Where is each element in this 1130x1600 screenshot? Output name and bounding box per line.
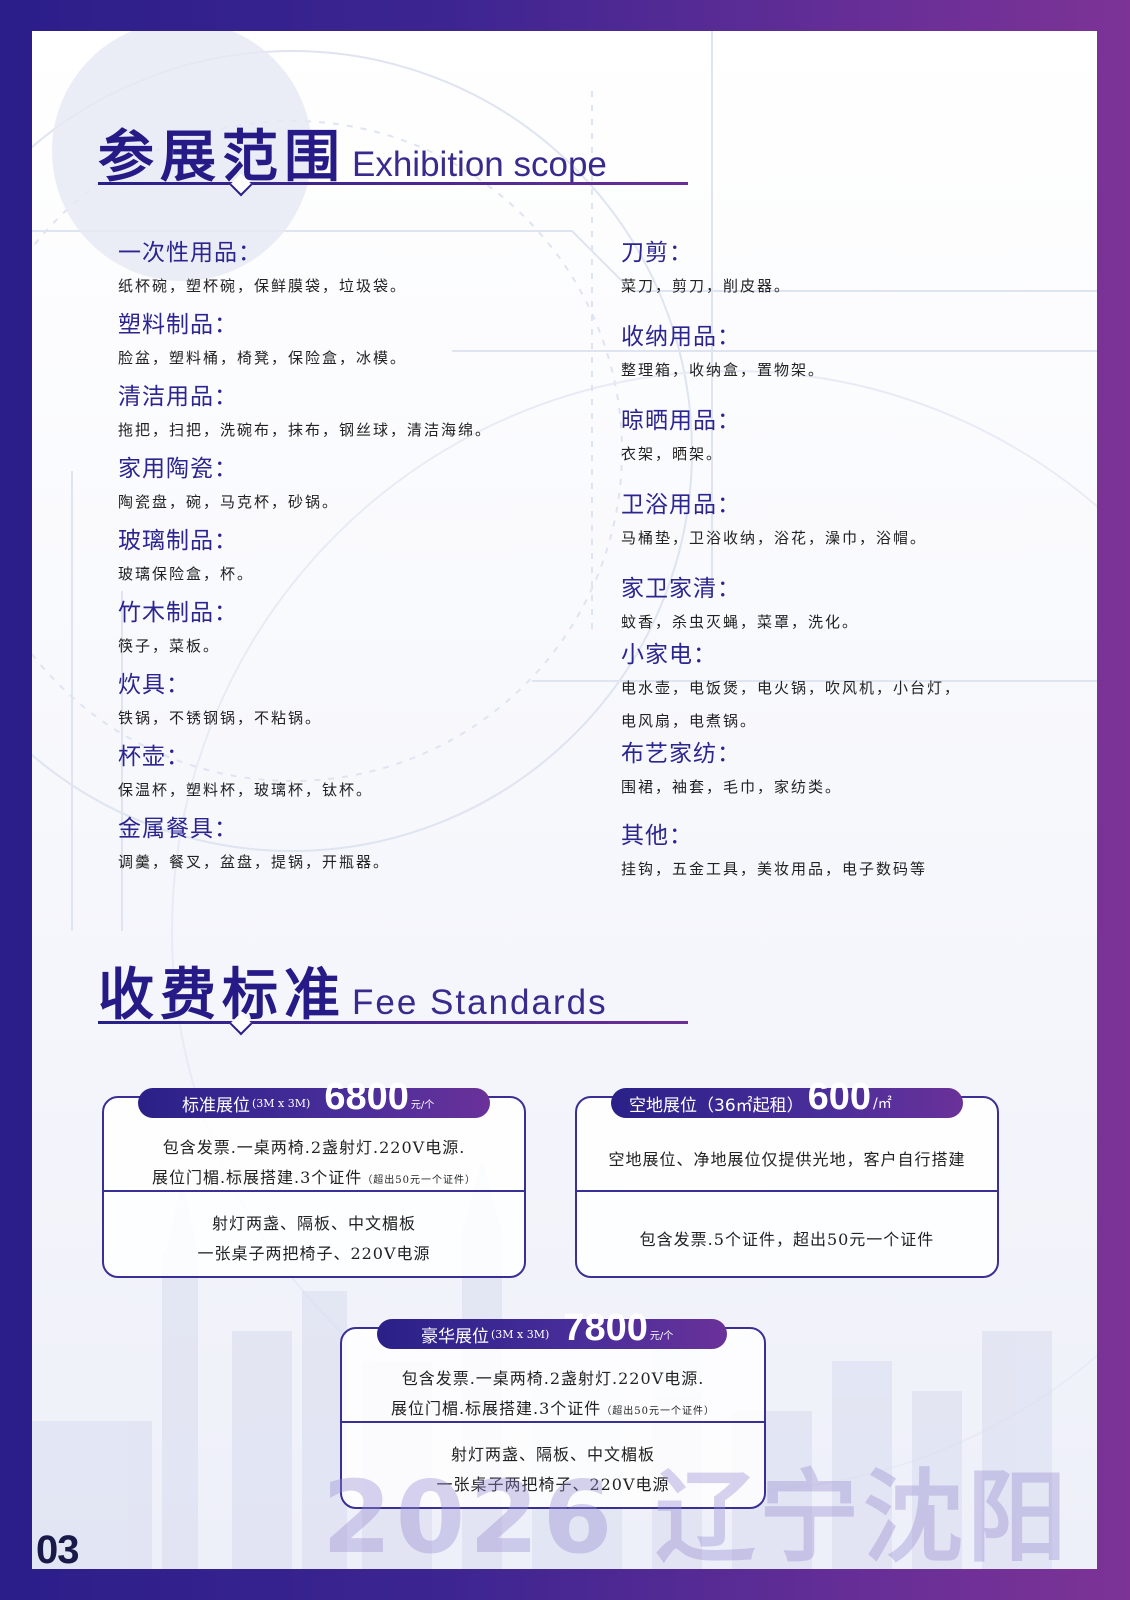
raw-space-card: 空地展位、净地展位仅提供光地，客户自行搭建 包含发票.5个证件，超出50元一个证… xyxy=(575,1096,999,1278)
standard-booth-pill: 标准展位 (3M x 3M) 6800 元/个 xyxy=(138,1078,490,1118)
raw-line1: 空地展位、净地展位仅提供光地，客户自行搭建 xyxy=(608,1150,966,1169)
raw-line2: 包含发票.5个证件，超出50元一个证件 xyxy=(639,1230,935,1249)
standard-line3: 射灯两盏、隔板、中文楣板 xyxy=(211,1214,416,1233)
scope-heading: 收纳用品： xyxy=(621,324,741,350)
scope-desc: 拖把，扫把，洗碗布，抹布，钢丝球，清洁海绵。 xyxy=(118,421,493,439)
scope-desc: 挂钩，五金工具，美妆用品，电子数码等 xyxy=(621,860,928,878)
scope-item: 清洁用品： 拖把，扫把，洗碗布，抹布，钢丝球，清洁海绵。 xyxy=(118,377,492,440)
standard-note: （超出50元一个证件） xyxy=(362,1175,477,1186)
luxury-line2-row: 展位门楣.标展搭建.3个证件（超出50元一个证件） xyxy=(342,1395,764,1419)
scope-title-en: Exhibition scope xyxy=(352,145,607,184)
luxury-line3: 射灯两盏、隔板、中文楣板 xyxy=(450,1445,655,1464)
standard-line1: 包含发票.一桌两椅.2盏射灯.220V电源. xyxy=(162,1138,466,1157)
standard-price: 6800 xyxy=(324,1076,409,1118)
standard-size: (3M x 3M) xyxy=(252,1096,311,1110)
scope-item: 金属餐具： 调羹，餐叉，盆盘，提锅，开瓶器。 xyxy=(118,809,390,872)
scope-item: 竹木制品： 筷子，菜板。 xyxy=(118,593,238,656)
fee-title-en: Fee Standards xyxy=(352,983,608,1022)
raw-label: 空地展位（36㎡起租） xyxy=(629,1095,804,1116)
luxury-price: 7800 xyxy=(563,1307,648,1349)
scope-desc: 蚊香，杀虫灭蝇，菜罩，洗化。 xyxy=(621,613,860,631)
luxury-divider xyxy=(342,1421,764,1423)
scope-heading: 家卫家清： xyxy=(621,576,741,602)
luxury-line2: 展位门楣.标展搭建.3个证件 xyxy=(390,1399,602,1418)
page-number: 03 xyxy=(36,1528,79,1572)
standard-label: 标准展位 xyxy=(182,1095,250,1116)
scope-desc: 筷子，菜板。 xyxy=(118,637,221,655)
scope-heading: 玻璃制品： xyxy=(118,528,238,554)
scope-desc: 衣架，晒架。 xyxy=(621,445,724,463)
scope-heading: 布艺家纺： xyxy=(621,741,741,767)
exhibition-scope-title: 参展范围 Exhibition scope xyxy=(98,112,607,193)
scope-item: 玻璃制品： 玻璃保险盒，杯。 xyxy=(118,521,254,584)
scope-desc: 整理箱，收纳盒，置物架。 xyxy=(621,361,826,379)
scope-desc: 铁锅，不锈钢锅，不粘锅。 xyxy=(118,709,323,727)
luxury-booth-card: 包含发票.一桌两椅.2盏射灯.220V电源. 展位门楣.标展搭建.3个证件（超出… xyxy=(340,1327,766,1509)
scope-desc: 脸盆，塑料桶，椅凳，保险盒，冰模。 xyxy=(118,349,408,367)
standard-divider xyxy=(104,1190,524,1192)
scope-item: 炊具： 铁锅，不锈钢锅，不粘锅。 xyxy=(118,665,322,728)
scope-heading: 一次性用品： xyxy=(118,240,262,266)
standard-line2-row: 展位门楣.标展搭建.3个证件（超出50元一个证件） xyxy=(104,1164,524,1188)
luxury-label: 豪华展位 xyxy=(421,1326,489,1347)
scope-item: 布艺家纺： 围裙，袖套，毛巾，家纺类。 xyxy=(621,734,842,797)
scope-heading: 塑料制品： xyxy=(118,312,238,338)
luxury-unit: 元/个 xyxy=(649,1330,674,1342)
scope-item: 其他： 挂钩，五金工具，美妆用品，电子数码等 xyxy=(621,816,927,879)
scope-desc: 玻璃保险盒，杯。 xyxy=(118,565,255,583)
raw-space-pill: 空地展位（36㎡起租） 600 /㎡ xyxy=(611,1078,963,1118)
luxury-line1: 包含发票.一桌两椅.2盏射灯.220V电源. xyxy=(401,1369,705,1388)
scope-item: 一次性用品： 纸杯碗，塑杯碗，保鲜膜袋，垃圾袋。 xyxy=(118,233,407,296)
scope-item: 晾晒用品： 衣架，晒架。 xyxy=(621,401,741,464)
scope-item: 收纳用品： 整理箱，收纳盒，置物架。 xyxy=(621,317,825,380)
scope-desc: 纸杯碗，塑杯碗，保鲜膜袋，垃圾袋。 xyxy=(118,277,408,295)
luxury-note: （超出50元一个证件） xyxy=(601,1406,716,1417)
scope-desc: 调羹，餐叉，盆盘，提锅，开瓶器。 xyxy=(118,853,391,871)
luxury-size: (3M x 3M) xyxy=(491,1327,550,1341)
scope-desc: 电水壶，电饭煲，电火锅，吹风机，小台灯， xyxy=(621,679,962,697)
scope-heading: 小家电： xyxy=(621,642,717,668)
scope-heading: 其他： xyxy=(621,823,693,849)
scope-item: 小家电： 电水壶，电饭煲，电火锅，吹风机，小台灯， 电风扇，电煮锅。 xyxy=(621,635,961,731)
standard-line4: 一张桌子两把椅子、220V电源 xyxy=(197,1244,431,1263)
raw-price: 600 xyxy=(807,1076,872,1118)
scope-item: 家卫家清： 蚊香，杀虫灭蝇，菜罩，洗化。 xyxy=(621,569,859,632)
fee-standards-title: 收费标准 Fee Standards xyxy=(98,950,608,1031)
scope-heading: 卫浴用品： xyxy=(621,492,741,518)
scope-desc: 围裙，袖套，毛巾，家纺类。 xyxy=(621,778,843,796)
scope-heading: 家用陶瓷： xyxy=(118,456,238,482)
standard-booth-card: 包含发票.一桌两椅.2盏射灯.220V电源. 展位门楣.标展搭建.3个证件（超出… xyxy=(102,1096,526,1278)
raw-unit: /㎡ xyxy=(873,1096,892,1112)
scope-desc-line2: 电风扇，电煮锅。 xyxy=(621,712,758,730)
scope-heading: 晾晒用品： xyxy=(621,408,741,434)
fee-title-underline xyxy=(98,1021,688,1024)
standard-unit: 元/个 xyxy=(410,1099,435,1111)
scope-item: 家用陶瓷： 陶瓷盘，碗，马克杯，砂锅。 xyxy=(118,449,339,512)
scope-item: 杯壶： 保温杯，塑料杯，玻璃杯，钛杯。 xyxy=(118,737,373,800)
scope-title-underline xyxy=(98,182,688,185)
scope-item: 刀剪： 菜刀，剪刀，削皮器。 xyxy=(621,233,791,296)
scope-heading: 金属餐具： xyxy=(118,816,238,842)
scope-item: 塑料制品： 脸盆，塑料桶，椅凳，保险盒，冰模。 xyxy=(118,305,407,368)
standard-line2: 展位门楣.标展搭建.3个证件 xyxy=(151,1168,363,1187)
scope-desc: 陶瓷盘，碗，马克杯，砂锅。 xyxy=(118,493,340,511)
scope-heading: 竹木制品： xyxy=(118,600,238,626)
luxury-booth-pill: 豪华展位 (3M x 3M) 7800 元/个 xyxy=(377,1309,727,1349)
scope-desc: 保温杯，塑料杯，玻璃杯，钛杯。 xyxy=(118,781,374,799)
scope-heading: 杯壶： xyxy=(118,744,190,770)
raw-divider xyxy=(577,1190,997,1192)
page-paper xyxy=(32,31,1097,1569)
scope-desc: 菜刀，剪刀，削皮器。 xyxy=(621,277,792,295)
scope-item: 卫浴用品： 马桶垫，卫浴收纳，浴花，澡巾，浴帽。 xyxy=(621,485,927,548)
scope-desc: 马桶垫，卫浴收纳，浴花，澡巾，浴帽。 xyxy=(621,529,928,547)
watermark-text: 2026 辽宁沈阳 xyxy=(322,1459,1072,1576)
scope-title-zh: 参展范围 xyxy=(98,125,346,190)
scope-heading: 刀剪： xyxy=(621,240,693,266)
scope-heading: 炊具： xyxy=(118,672,190,698)
luxury-line4: 一张桌子两把椅子、220V电源 xyxy=(436,1475,670,1494)
fee-title-zh: 收费标准 xyxy=(98,963,346,1028)
scope-heading: 清洁用品： xyxy=(118,384,238,410)
